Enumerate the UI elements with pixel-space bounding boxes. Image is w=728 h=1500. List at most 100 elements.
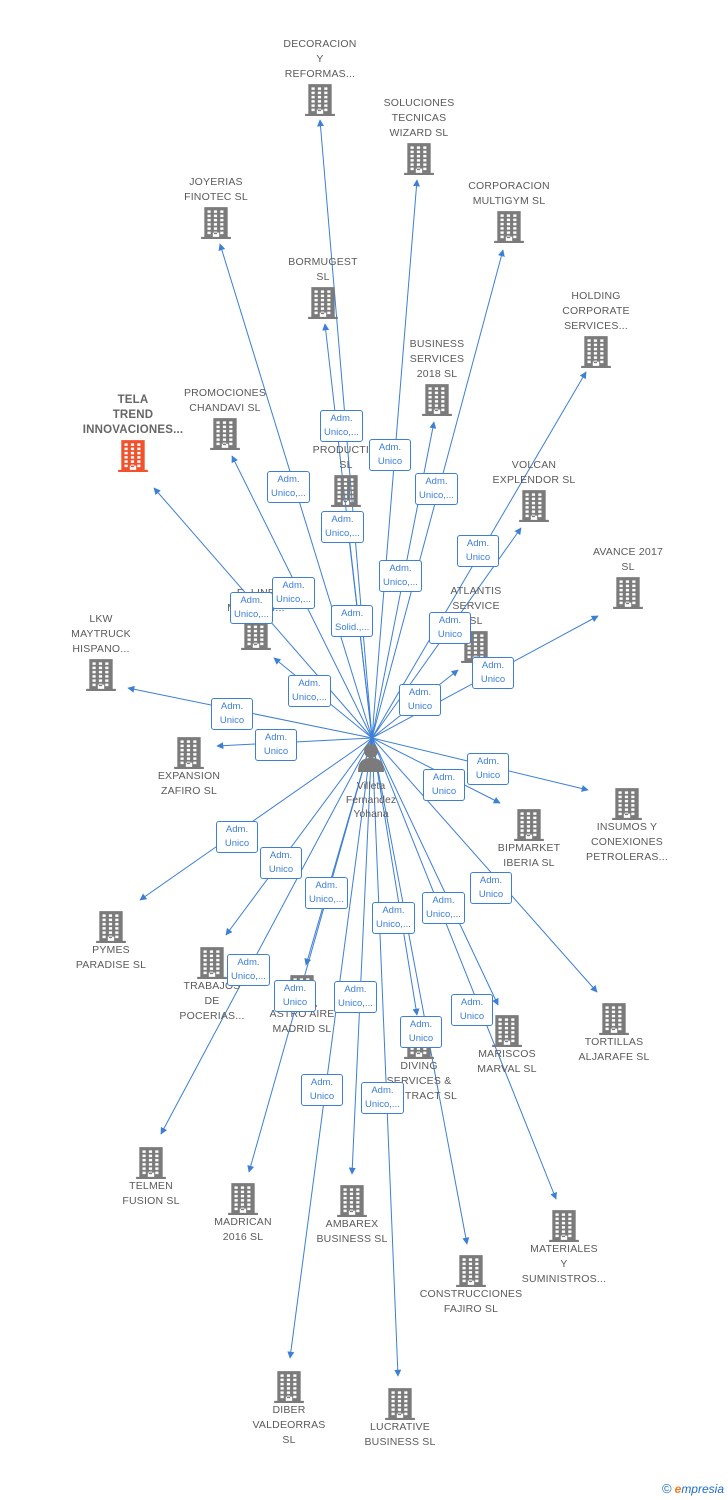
relation-label[interactable]: Adm.Unico (211, 698, 253, 730)
relation-label-line: Adm. (341, 608, 364, 619)
relation-label[interactable]: Adm.Unico,... (288, 675, 331, 707)
relation-label-line: Unico,... (419, 490, 454, 501)
relation-label[interactable]: Adm.Unico (274, 980, 316, 1012)
relation-label-line: Unico,... (376, 919, 411, 930)
relation-label[interactable]: Adm.Unico (400, 1016, 442, 1048)
relation-label[interactable]: Adm.Unico (399, 684, 441, 716)
company-label-line: DIVING (400, 1060, 438, 1072)
relation-label-line: Adm. (225, 824, 249, 835)
relation-label[interactable]: Adm.Unico (470, 872, 512, 904)
relation-label[interactable]: Adm.Unico,... (272, 577, 315, 609)
relation-label[interactable]: Adm.Unico,... (320, 410, 363, 442)
relation-label[interactable]: Adm.Unico (216, 821, 258, 853)
edge-diber (287, 737, 373, 1359)
relation-label[interactable]: Adm.Unico (467, 753, 509, 785)
relation-label[interactable]: Adm.Solid.,... (331, 605, 374, 637)
relation-label[interactable]: Adm.Unico (369, 439, 411, 471)
company-label-line: FUSION SL (122, 1195, 180, 1207)
company-label-line: PRODUCTIVI (312, 444, 380, 456)
relation-label[interactable]: Adm.Unico,... (321, 511, 364, 543)
relation-label[interactable]: Adm.Unico,... (415, 473, 458, 505)
relation-label[interactable]: Adm.Unico,... (334, 981, 377, 1013)
relation-label[interactable]: Adm.Unico,... (361, 1082, 404, 1114)
building-icon (241, 618, 271, 650)
footer-brand[interactable]: ©empresia (662, 1481, 724, 1496)
building-icon (492, 1015, 522, 1047)
company-label-line: MATERIALES (530, 1243, 598, 1255)
center-name-line-1: Villeta (356, 780, 386, 792)
company-label-line: ALJARAFE SL (578, 1051, 650, 1063)
company-label-line: REFORMAS... (284, 68, 356, 80)
relation-label-line: Unico,... (338, 998, 373, 1009)
relation-label-line: Adm. (476, 756, 500, 767)
relation-label[interactable]: Adm.Unico (429, 612, 471, 644)
building-icon (96, 911, 126, 943)
relation-label-line: Adm. (220, 701, 244, 712)
edge-materiales (371, 737, 557, 1200)
building-icon (337, 1185, 367, 1217)
center-person[interactable]: Villeta Fernandez Yohana (331, 742, 411, 821)
relation-label-line: Unico,... (271, 488, 306, 499)
relation-label-line: Unico (309, 1091, 335, 1102)
relation-label[interactable]: Adm.Unico (423, 769, 465, 801)
relation-label[interactable]: Adm. Unico (301, 1074, 343, 1106)
company-label-line: SL (282, 1434, 296, 1446)
building-icon (274, 1371, 304, 1403)
relation-label-line: Unico,... (292, 692, 327, 703)
relation-label[interactable]: Adm.Unico (260, 847, 302, 879)
relation-label[interactable]: Adm.Unico,... (227, 954, 270, 986)
relation-label[interactable]: Adm.Unico (472, 657, 514, 689)
relation-label[interactable]: Adm.Unico,... (372, 902, 415, 934)
company-label-line: TRABAJOS (183, 980, 241, 992)
relation-label[interactable]: Adm.Unico (457, 535, 499, 567)
relation-label-line: Unico,... (383, 577, 418, 588)
relation-label[interactable]: Adm.Unico (451, 994, 493, 1026)
relation-label[interactable]: Adm.Unico,... (305, 877, 348, 909)
relation-label[interactable]: Adm.Unico,... (230, 592, 273, 624)
relation-label[interactable]: Adm.Unico,... (379, 560, 422, 592)
building-icon (404, 143, 434, 175)
company-label-line: PROMOCIONES (183, 387, 267, 399)
relation-label[interactable]: Adm.Unico (255, 729, 297, 761)
company-label-line: TECNICAS (391, 112, 447, 124)
edge-pymes (139, 737, 373, 901)
relation-label-line: Unico (478, 889, 504, 900)
relation-label-line: Adm. (310, 1077, 334, 1088)
relation-label[interactable]: Adm.Unico,... (422, 892, 465, 924)
relation-label[interactable]: Adm.Unico,... (267, 471, 310, 503)
company-label-line: POCERIAS... (179, 1010, 245, 1022)
